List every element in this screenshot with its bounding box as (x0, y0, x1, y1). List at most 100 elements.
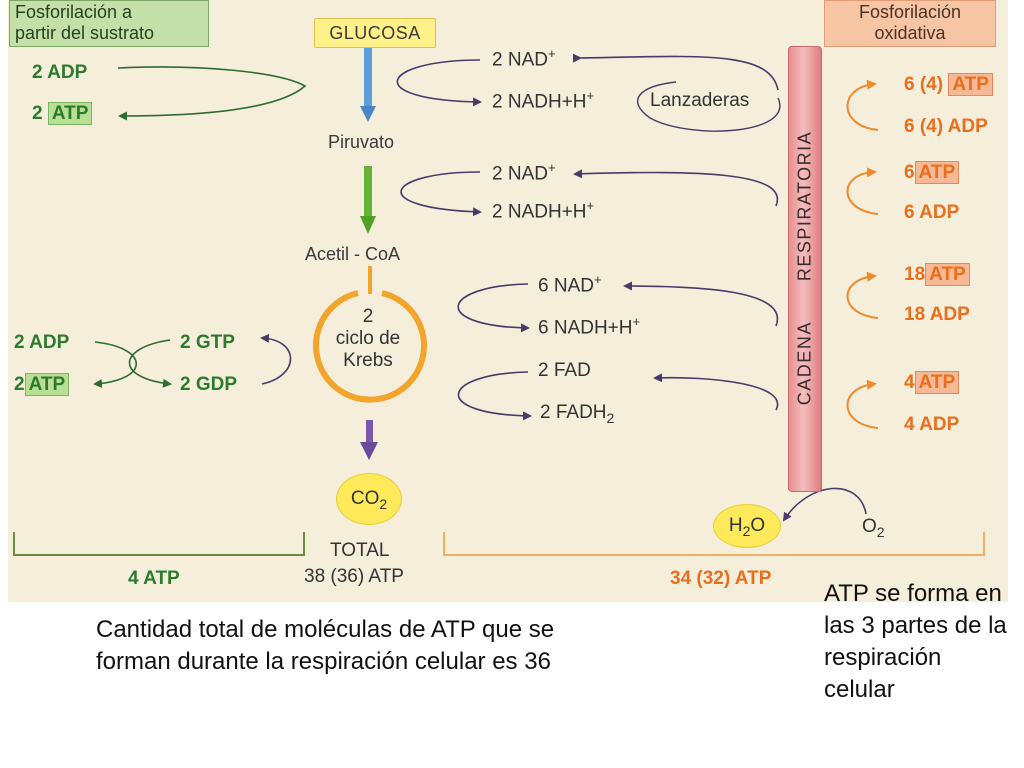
diagram-panel (8, 0, 1008, 602)
oxidative-atp-1-box: ATP (948, 73, 993, 96)
pyruvate-label: Piruvato (328, 132, 395, 152)
substrate-total-bracket (13, 532, 305, 556)
co2-circle: CO2 (336, 473, 402, 525)
nad-label-1: 2 NAD+ (492, 46, 556, 71)
oxidative-header-line2: oxidativa (874, 23, 946, 43)
oxidative-atp-2-box: ATP (914, 161, 960, 184)
fad-loop (653, 373, 779, 411)
oxidative-adp-1: 6 (4) ADP (904, 116, 988, 137)
caption-right: ATP se forma en las 3 partes de la respi… (824, 580, 1007, 703)
o2-h2o-arrow (782, 487, 867, 522)
krebs-line2: Krebs (343, 350, 393, 371)
krebs-co2-arrowhead (360, 442, 378, 460)
oxidative-arc-4 (846, 379, 879, 429)
fadh-label: 2 FADH2 (540, 402, 614, 426)
total-label: TOTAL (330, 540, 390, 561)
h2o-circle: H2O (713, 504, 781, 548)
nad-text-2: 2 NAD (492, 163, 548, 185)
oxidative-total: 34 (32) ATP (670, 568, 772, 589)
krebs-co2-arrow (366, 420, 373, 444)
oxidative-arc-3 (846, 271, 879, 319)
grand-total: 38 (36) ATP (304, 566, 404, 587)
co2-subscript: 2 (379, 495, 388, 512)
nad-text-3: 6 NAD (538, 275, 594, 297)
nad-label-2: 2 NAD+ (492, 160, 556, 185)
glycolysis-atp-count: 2 (32, 103, 43, 124)
glucose-pyruvate-arrowhead (360, 106, 376, 122)
nadh-loop-3 (457, 283, 530, 333)
h2o-subscript: 2 (742, 522, 751, 539)
o2-subscript: 2 (876, 523, 885, 540)
glycolysis-adp-atp-arrow (117, 66, 307, 121)
fadh-loop (457, 371, 532, 421)
krebs-line1: ciclo de (335, 328, 401, 349)
caption-left: Cantidad total de moléculas de ATP que s… (96, 616, 555, 675)
oxidative-atp-1: 6 (4) ATP (904, 73, 993, 96)
krebs-cycle-ring (313, 290, 427, 403)
oxidative-header-line1: Fosforilación (858, 2, 962, 22)
glycolysis-adp: 2 ADP (32, 62, 88, 83)
substrate-phosphorylation-header: Fosforilación a partir del sustrato (9, 0, 209, 47)
oxidative-atp-3-count: 18 (904, 264, 926, 285)
krebs-gtp: 2 GTP (180, 332, 235, 353)
nad-plus-1: + (547, 46, 556, 61)
fadh-text: 2 FADH (540, 402, 607, 423)
nad-loop-1 (396, 59, 482, 107)
nad-loop-3 (623, 281, 779, 327)
nadh-plus-3: + (632, 314, 641, 329)
krebs-gtp-to-gdp-arrow (128, 339, 172, 388)
oxidative-adp-2: 6 ADP (904, 202, 960, 223)
h2o-o: O (750, 515, 766, 536)
fad-label: 2 FAD (538, 360, 591, 381)
oxidative-atp-4-count: 4 (904, 372, 915, 393)
gtp-gdp-return-arrow (260, 333, 292, 385)
nadh-plus-2: + (586, 198, 595, 213)
pyruvate-acetylcoa-arrowhead (360, 216, 376, 234)
substrate-header-line2: partir del sustrato (15, 23, 155, 43)
oxidative-adp-4: 4 ADP (904, 414, 960, 435)
respiratory-chain-bar (788, 46, 822, 492)
oxidative-atp-2-count: 6 (904, 162, 915, 183)
nadh-text-2: 2 NADH+H (492, 201, 587, 223)
pyruvate-acetylcoa-arrow (364, 166, 372, 218)
krebs-cycle-label: 2 ciclo de Krebs (318, 306, 418, 372)
oxidative-phosphorylation-header: Fosforilación oxidativa (824, 0, 996, 47)
glucose-box: GLUCOSA (314, 18, 436, 48)
nadh-loop-2 (400, 171, 482, 217)
krebs-count: 2 (362, 306, 374, 327)
shuttle-label: Lanzaderas (650, 90, 750, 111)
oxidative-arc-1 (846, 79, 879, 131)
nad-label-3: 6 NAD+ (538, 272, 602, 297)
respiratory-chain-label: CADENA RESPIRATORIA (795, 111, 816, 425)
oxidative-adp-3: 18 ADP (904, 304, 970, 325)
krebs-gdp: 2 GDP (180, 374, 238, 395)
h2o-h: H (728, 515, 743, 536)
acetylcoa-label: Acetil - CoA (305, 244, 401, 264)
shuttle-arrow (572, 53, 779, 91)
substrate-header-line1: Fosforilación a (15, 2, 133, 22)
oxidative-atp-3-box: ATP (925, 263, 970, 286)
krebs-adp-to-atp-arrow (93, 341, 138, 388)
respiratory-chain-word1: CADENA (794, 321, 815, 406)
oxidative-atp-4-box: ATP (914, 371, 960, 394)
nad-plus-2: + (547, 160, 556, 175)
oxidative-total-bracket (443, 532, 985, 556)
nadh-plus-1: + (586, 88, 595, 103)
o2-label: O2 (862, 516, 885, 540)
oxidative-atp-1-count: 6 (4) (904, 74, 944, 95)
nad-loop-2 (573, 169, 779, 207)
nadh-text-1: 2 NADH+H (492, 91, 587, 113)
fadh-subscript: 2 (606, 409, 615, 426)
o2-text: O (862, 516, 877, 537)
respiratory-chain-word2: RESPIRATORIA (794, 130, 815, 282)
krebs-atp-box: ATP (24, 373, 70, 396)
substrate-total: 4 ATP (128, 568, 180, 589)
nadh-text-3: 6 NADH+H (538, 317, 633, 339)
krebs-atp-count: 2 (14, 374, 25, 395)
co2-text: CO (350, 488, 380, 509)
